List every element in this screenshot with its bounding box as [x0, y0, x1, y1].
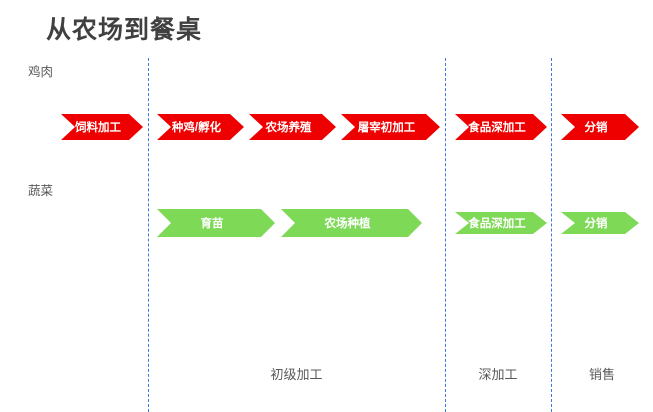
process-step-farm-planting[interactable]: 农场种植 [281, 209, 422, 237]
process-step-label: 食品深加工 [468, 122, 526, 134]
process-step-label: 育苗 [200, 218, 224, 230]
separator-line-2 [445, 58, 446, 412]
process-step-label: 饲料加工 [75, 122, 121, 134]
process-step-deep-processing-chicken[interactable]: 食品深加工 [455, 114, 547, 140]
process-step-label: 种鸡/孵化 [171, 122, 222, 134]
process-step-deep-processing-vegetable[interactable]: 食品深加工 [455, 212, 547, 234]
stage-label-deep-processing: 深加工 [478, 367, 518, 382]
process-step-distribution-chicken[interactable]: 分销 [561, 114, 639, 140]
stage-label-primary-processing: 初级加工 [270, 367, 323, 382]
process-step-label: 分销 [584, 218, 608, 230]
process-step-feed-processing[interactable]: 饲料加工 [61, 114, 143, 140]
page-title: 从农场到餐桌 [46, 16, 203, 44]
process-step-label: 屠宰初加工 [357, 122, 416, 134]
stage-label-sales: 销售 [588, 367, 615, 382]
row-label-chicken: 鸡肉 [28, 65, 54, 79]
process-step-distribution-vegetable[interactable]: 分销 [561, 212, 639, 234]
separator-line-3 [551, 58, 552, 412]
process-step-slaughter-primary-processing[interactable]: 屠宰初加工 [341, 114, 440, 140]
process-step-farm-raising[interactable]: 农场养殖 [249, 114, 336, 140]
separator-line-1 [148, 58, 149, 412]
process-step-breeder-hatching[interactable]: 种鸡/孵化 [157, 114, 244, 140]
process-step-label: 农场养殖 [265, 122, 312, 134]
process-step-label: 分销 [584, 122, 608, 134]
process-step-label: 农场种植 [324, 218, 371, 230]
process-step-label: 食品深加工 [468, 218, 526, 230]
row-label-vegetable: 蔬菜 [28, 184, 54, 198]
process-step-seedling[interactable]: 育苗 [157, 209, 275, 237]
